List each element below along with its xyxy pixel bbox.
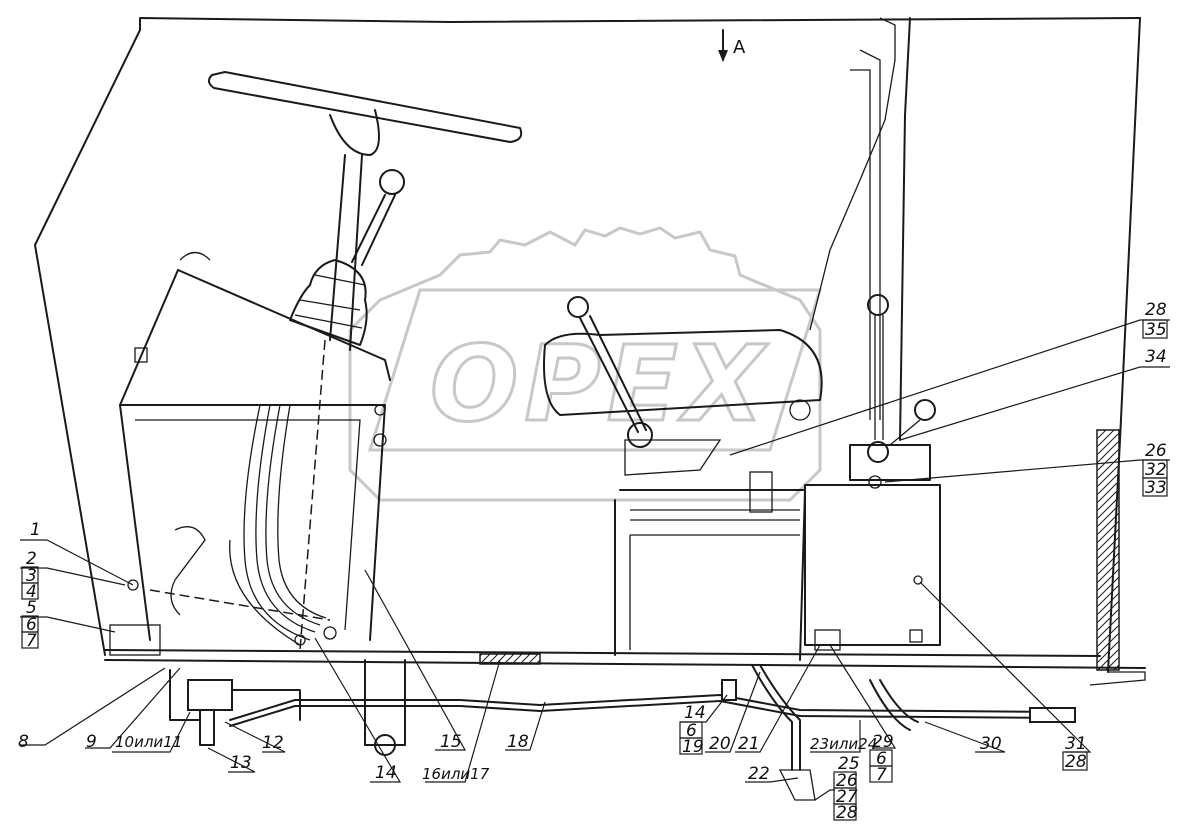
callout-9: 9 — [86, 732, 97, 752]
callout-label: 9 — [86, 732, 97, 752]
callout-2: 2 3 4 — [21, 549, 39, 602]
linkage-dashed — [149, 589, 331, 621]
callout-label: 16или17 — [422, 765, 490, 783]
watermark-logo: OPEX — [348, 226, 823, 502]
callout-label: 23или24 — [810, 735, 877, 753]
callout-label: 6 — [26, 615, 37, 635]
callout-12: 12 — [262, 733, 284, 753]
steering-wheel — [208, 71, 523, 156]
callout-label: 5 — [26, 598, 37, 618]
callout-label: 25 — [838, 754, 860, 774]
view-arrow-a: A — [718, 29, 746, 62]
callout-21: 21 — [738, 734, 760, 754]
callout-label: 19 — [682, 737, 704, 757]
watermark-text: OPEX — [430, 323, 770, 445]
callout-5: 5 6 7 — [21, 598, 39, 651]
callout-label: 1 — [30, 520, 41, 540]
callout-22: 22 — [748, 764, 770, 784]
floor-insert — [479, 653, 541, 665]
callout-label: 4 — [26, 582, 37, 602]
callout-label: 28 — [1145, 300, 1167, 320]
callout-label: 2 — [26, 549, 37, 569]
callout-label: 12 — [262, 733, 284, 753]
callout-label: 14 — [684, 703, 706, 723]
callout-label: 18 — [507, 732, 529, 752]
gear-lever — [289, 169, 405, 346]
callout-8: 8 — [18, 732, 29, 752]
callout-29: 29 6 7 — [869, 732, 894, 785]
callout-label: 27 — [836, 787, 858, 807]
callout-16: 16или17 — [422, 765, 490, 783]
callout-label: 22 — [748, 764, 770, 784]
callout-label: 10или11 — [115, 733, 182, 751]
callout-10: 10или11 — [115, 733, 182, 751]
callout-label: 32 — [1145, 460, 1167, 480]
brake-cylinder-tank — [804, 294, 941, 646]
callout-label: 28 — [836, 803, 858, 823]
callout-label: 20 — [709, 734, 731, 754]
callout-30: 30 — [980, 734, 1002, 754]
callout-label: 7 — [876, 765, 887, 785]
callout-label: 21 — [738, 734, 760, 754]
callout-label: 13 — [230, 753, 252, 773]
callout-34: 34 — [1145, 347, 1167, 367]
steering-column — [299, 154, 363, 651]
dash-console — [119, 251, 391, 641]
under-floor-pipes — [169, 659, 1076, 801]
callout-28-35: 28 35 — [1142, 300, 1168, 340]
cab-outline — [34, 17, 1141, 673]
callout-label: 15 — [440, 732, 462, 752]
callout-label: 14 — [375, 763, 397, 783]
rear-wall-section — [1096, 429, 1120, 671]
callout-label: 35 — [1145, 320, 1167, 340]
callout-25: 25 26 27 28 — [833, 754, 860, 823]
callout-14a: 14 — [375, 763, 397, 783]
fastener-details — [109, 347, 841, 656]
callout-label: 26 — [1145, 441, 1167, 461]
cab-floor — [104, 649, 1146, 686]
parking-lever — [567, 296, 722, 476]
callout-label: 26 — [836, 771, 858, 791]
callout-label: 34 — [1145, 347, 1167, 367]
callout-label: 31 — [1065, 734, 1087, 754]
callout-31: 31 28 — [1062, 734, 1088, 772]
callout-label: 7 — [26, 631, 37, 651]
callout-15: 15 — [440, 732, 462, 752]
callout-20: 20 — [709, 734, 731, 754]
callout-13: 13 — [230, 753, 252, 773]
callout-26-32-33: 26 32 33 — [1142, 441, 1168, 498]
callout-label: 6 — [686, 721, 697, 741]
view-label: A — [733, 37, 746, 58]
callout-label: 30 — [980, 734, 1002, 754]
valve-block — [187, 679, 233, 711]
brake-pedal — [170, 526, 206, 616]
callout-18: 18 — [507, 732, 529, 752]
callout-label: 8 — [18, 732, 29, 752]
callout-1: 1 — [30, 520, 41, 540]
tube-bundle — [229, 404, 327, 646]
callout-14b: 14 6 19 — [679, 703, 706, 757]
callout-label: 29 — [872, 732, 894, 752]
callout-label: 33 — [1145, 478, 1167, 498]
callout-label: 3 — [26, 566, 37, 586]
callout-label: 28 — [1065, 752, 1087, 772]
callout-23: 23или24 — [810, 735, 877, 753]
driver-seat — [543, 329, 823, 421]
callout-label: 6 — [876, 749, 887, 769]
